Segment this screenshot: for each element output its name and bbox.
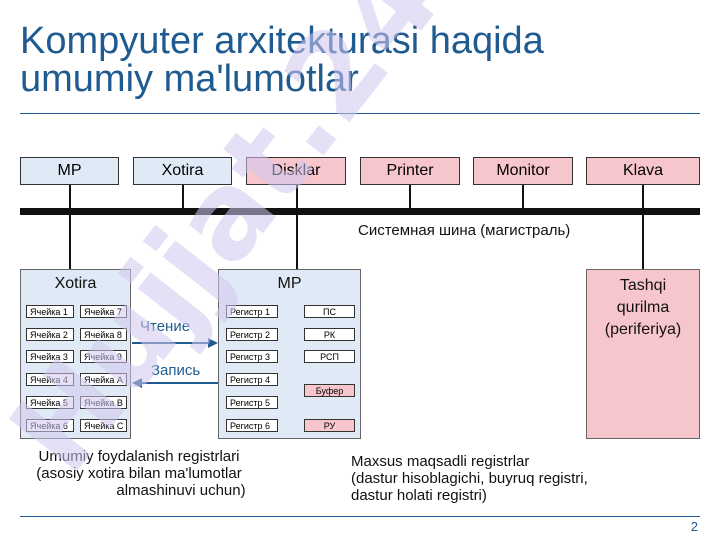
register-cell: Регистр 3 — [226, 350, 278, 363]
bus-label: Системная шина (магистраль) — [358, 222, 571, 239]
register-buffer: Буфер — [304, 384, 355, 397]
top-box-xotira: Xotira — [133, 157, 232, 185]
memory-cell: Ячейка B — [80, 396, 127, 409]
caption-special-registers: Maxsus maqsadli registrlar (dastur hisob… — [351, 453, 588, 504]
memory-cell: Ячейка 4 — [26, 373, 74, 386]
register-pc: ПС — [304, 305, 355, 318]
register-cell: Регистр 5 — [226, 396, 278, 409]
title-divider — [20, 113, 700, 114]
connector-klava — [642, 185, 644, 209]
memory-cell: Ячейка A — [80, 373, 127, 386]
top-box-mp: MP — [20, 157, 119, 185]
connector-monitor — [522, 185, 524, 209]
connector-printer — [409, 185, 411, 209]
write-arrow — [132, 378, 218, 388]
title-line-2: umumiy ma'lumotlar — [20, 58, 359, 100]
memory-cell: Ячейка 6 — [26, 419, 74, 432]
connector-bus-cpu — [296, 215, 298, 269]
connector-mp — [69, 185, 71, 209]
register-cell: Регистр 2 — [226, 328, 278, 341]
memory-cell: Ячейка C — [80, 419, 127, 432]
page-title: Kompyuter arxitekturasi haqida umumiy ma… — [20, 22, 700, 98]
top-box-monitor: Monitor — [473, 157, 573, 185]
connector-bus-peripheral — [642, 215, 644, 269]
peripheral-label: Tashqi qurilma (periferiya) — [604, 277, 682, 338]
top-box-disklar: Disklar — [246, 157, 346, 185]
connector-disklar — [296, 185, 298, 209]
connector-bus-memory — [69, 215, 71, 269]
top-box-printer: Printer — [360, 157, 460, 185]
title-line-1: Kompyuter arxitekturasi haqida — [20, 20, 544, 62]
footer-divider — [20, 516, 700, 517]
register-sr: РСП — [304, 350, 355, 363]
register-ir: РК — [304, 328, 355, 341]
memory-box: Xotira Ячейка 1 Ячейка 2 Ячейка 3 Ячейка… — [20, 269, 131, 439]
memory-cell: Ячейка 1 — [26, 305, 74, 318]
memory-cell: Ячейка 2 — [26, 328, 74, 341]
write-label: Запись — [151, 362, 201, 379]
connector-xotira — [182, 185, 184, 209]
memory-cell: Ячейка 5 — [26, 396, 74, 409]
peripheral-box: Tashqi qurilma (periferiya) — [586, 269, 700, 439]
register-cell: Регистр 1 — [226, 305, 278, 318]
memory-cell: Ячейка 9 — [80, 350, 127, 363]
system-bus — [20, 208, 700, 215]
register-cell: Регистр 6 — [226, 419, 278, 432]
cpu-title: MP — [277, 275, 302, 292]
memory-cell: Ячейка 7 — [80, 305, 127, 318]
page-number: 2 — [690, 519, 698, 534]
read-arrow — [132, 338, 218, 348]
caption-general-registers: Umumiy foydalanish registrlari (asosiy x… — [36, 448, 246, 499]
cpu-box: MP Регистр 1 Регистр 2 Регистр 3 Регистр… — [218, 269, 361, 439]
data-transfer-arrows — [132, 338, 218, 388]
read-label: Чтение — [140, 318, 191, 335]
top-box-klava: Klava — [586, 157, 700, 185]
register-cu: РУ — [304, 419, 355, 432]
memory-title: Xotira — [54, 275, 97, 292]
memory-cell: Ячейка 3 — [26, 350, 74, 363]
register-cell: Регистр 4 — [226, 373, 278, 386]
memory-cell: Ячейка 8 — [80, 328, 127, 341]
